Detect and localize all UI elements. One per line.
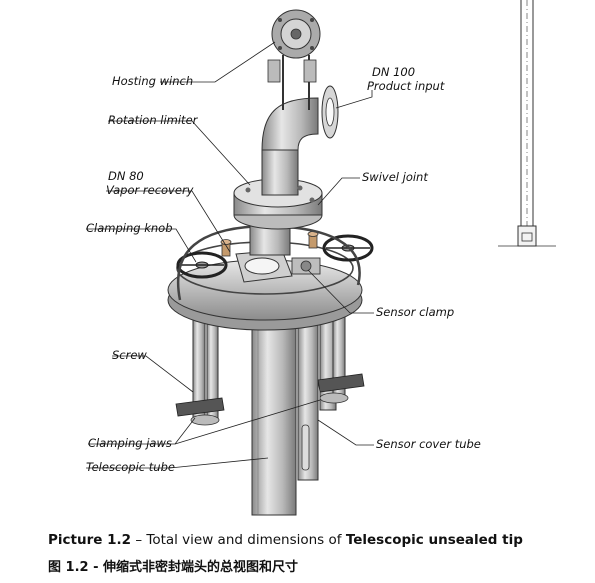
telescopic-tube-part bbox=[251, 299, 297, 516]
label-hoisting-winch: Hosting winch bbox=[112, 74, 193, 88]
clamping-knob-left bbox=[176, 251, 228, 279]
label-swivel-joint: Swivel joint bbox=[362, 170, 428, 184]
label-clamping-knob: Clamping knob bbox=[86, 221, 173, 235]
caption-text: – Total view and dimensions of bbox=[131, 532, 346, 548]
label-clamping-jaws: Clamping jaws bbox=[88, 436, 172, 450]
figure-caption-english: Picture 1.2 – Total view and dimensions … bbox=[48, 532, 523, 548]
label-sensor-cover-tube: Sensor cover tube bbox=[376, 437, 481, 451]
label-telescopic-tube: Telescopic tube bbox=[86, 460, 175, 474]
label-sensor-clamp: Sensor clamp bbox=[376, 305, 454, 319]
hoisting-winch-part bbox=[267, 9, 321, 110]
caption-subject: Telescopic unsealed tip bbox=[345, 532, 523, 548]
label-vapor-recovery: Vapor recovery bbox=[106, 183, 194, 197]
label-vapor-dn: DN 80 bbox=[108, 169, 144, 183]
figure-caption-chinese: 图 1.2 - 伸缩式非密封端头的总视图和尺寸 bbox=[48, 560, 299, 575]
side-dimension-view bbox=[498, 0, 556, 247]
label-product-input: Product input bbox=[367, 79, 445, 93]
rotation-limiter-pins bbox=[220, 231, 319, 257]
label-product-input-dn: DN 100 bbox=[372, 65, 415, 79]
label-screw: Screw bbox=[112, 348, 147, 362]
clamping-jaw-left bbox=[175, 309, 225, 426]
base-flange bbox=[167, 241, 363, 331]
equipment-diagram: Hosting winch DN 100 Product input Rotat… bbox=[86, 0, 556, 516]
leader-lines bbox=[86, 41, 374, 469]
caption-number: Picture 1.2 bbox=[48, 532, 132, 548]
label-rotation-limiter: Rotation limiter bbox=[108, 113, 199, 127]
product-pipe bbox=[245, 85, 339, 203]
